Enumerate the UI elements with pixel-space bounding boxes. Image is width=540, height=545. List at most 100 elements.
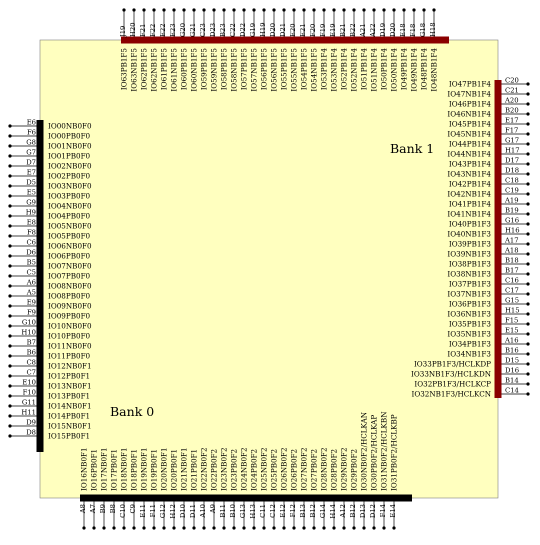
signal-label: IO03NB0F0 <box>48 182 92 191</box>
pin-terminal <box>322 8 326 12</box>
pin-terminal <box>162 8 166 12</box>
pin-number: A19 <box>504 197 519 205</box>
pin-number: B13 <box>299 504 307 518</box>
signal-label: IO04NB0F0 <box>48 202 92 211</box>
chip-body <box>39 39 499 499</box>
signal-label: IO34NB1F3 <box>447 350 491 359</box>
signal-label: IO26NB0F2 <box>280 447 289 491</box>
pin-terminal <box>8 124 12 128</box>
pin-terminal <box>526 202 530 206</box>
pin-number: A18 <box>504 247 519 255</box>
pin-number: G21 <box>189 23 197 37</box>
pin-terminal <box>8 404 12 408</box>
pin-terminal <box>192 8 196 12</box>
pin-terminal <box>8 154 12 158</box>
signal-label: IO15NB0F1 <box>48 422 92 431</box>
pin-terminal <box>8 374 12 378</box>
signal-label: IO11PB0F0 <box>48 352 91 361</box>
pin-terminal <box>392 8 396 12</box>
signal-label: IO63NB1F5 <box>130 48 139 92</box>
pin-number: B5 <box>27 259 36 267</box>
pin-number: C12 <box>269 504 277 518</box>
pin-number: E5 <box>27 189 36 197</box>
pin-number: H12 <box>169 504 177 519</box>
pin-number: B19 <box>505 207 519 215</box>
signal-label: IO51PB1F4 <box>360 48 369 91</box>
bank-1-label: Bank 1 <box>390 141 434 156</box>
pin-number: H19 <box>259 22 267 37</box>
pin-number: C7 <box>26 369 36 377</box>
pin-terminal <box>8 134 12 138</box>
pin-number: H9 <box>26 209 36 217</box>
pin-terminal <box>422 8 426 12</box>
signal-label: IO24PB0F2 <box>250 449 259 491</box>
pin-terminal <box>526 262 530 266</box>
pin-terminal <box>526 392 530 396</box>
pin-terminal <box>526 212 530 216</box>
signal-label: IO36NB1F3 <box>447 310 491 319</box>
pin-terminal <box>8 334 12 338</box>
pin-terminal <box>202 526 206 530</box>
pin-terminal <box>8 354 12 358</box>
pin-terminal <box>302 526 306 530</box>
pin-number: F10 <box>23 389 36 397</box>
signal-label: IO18PB0F1 <box>130 449 139 491</box>
signal-label: IO33PB1F3/HCLKDP <box>414 360 491 369</box>
pin-terminal <box>8 264 12 268</box>
pin-number: H13 <box>249 504 257 519</box>
pin-number: B11 <box>219 504 227 518</box>
pin-terminal <box>182 526 186 530</box>
pin-terminal <box>252 526 256 530</box>
signal-label: IO42NB1F4 <box>447 190 491 199</box>
pin-terminal <box>172 526 176 530</box>
pin-number: H17 <box>505 147 520 155</box>
pin-terminal <box>332 526 336 530</box>
pin-terminal <box>332 8 336 12</box>
pin-number: G12 <box>159 504 167 518</box>
pin-number: H15 <box>505 307 520 315</box>
pin-terminal <box>526 132 530 136</box>
pin-number: D9 <box>26 419 36 427</box>
signal-label: IO05NB0F0 <box>48 222 92 231</box>
pin-terminal <box>526 292 530 296</box>
signal-label: IO31PB0F2/HCLKBP <box>390 414 399 491</box>
pin-number: A10 <box>199 504 207 519</box>
pin-terminal <box>212 526 216 530</box>
pin-terminal <box>8 174 12 178</box>
pin-number: E8 <box>27 219 36 227</box>
signal-label: IO37PB1F3 <box>449 280 492 289</box>
pin-number: A20 <box>504 97 519 105</box>
pin-terminal <box>8 364 12 368</box>
pin-terminal <box>526 272 530 276</box>
signal-label: IO04PB0F0 <box>48 212 91 221</box>
signal-label: IO41NB1F4 <box>447 210 491 219</box>
pin-number: H18 <box>429 22 437 37</box>
pin-number: D19 <box>379 23 387 37</box>
pin-number: B10 <box>229 504 237 518</box>
signal-label: IO49PB1F4 <box>400 48 409 91</box>
pin-terminal <box>242 8 246 12</box>
pin-number: E6 <box>27 119 36 127</box>
signal-label: IO08NB0F0 <box>48 282 92 291</box>
pin-number: C17 <box>505 287 519 295</box>
signal-label: IO13PB0F1 <box>48 392 90 401</box>
pin-terminal <box>272 8 276 12</box>
pin-terminal <box>222 8 226 12</box>
pin-terminal <box>8 304 12 308</box>
signal-label: IO22PB0F2 <box>210 449 219 491</box>
pin-terminal <box>262 8 266 12</box>
bank1-top-bar <box>121 36 449 44</box>
pin-terminal <box>432 8 436 12</box>
pin-number: B6 <box>27 349 36 357</box>
signal-label: IO56PB1F5 <box>260 48 269 91</box>
pin-terminal <box>526 322 530 326</box>
pin-number: F8 <box>27 229 36 237</box>
signal-label: IO50PB1F4 <box>380 48 389 91</box>
signal-label: IO39PB1F3 <box>449 240 492 249</box>
pin-number: G9 <box>26 199 36 207</box>
signal-label: IO36PB1F3 <box>449 300 492 309</box>
signal-label: IO35PB1F3 <box>449 320 492 329</box>
signal-label: IO46NB1F4 <box>447 110 491 119</box>
pin-terminal <box>526 112 530 116</box>
pin-terminal <box>202 8 206 12</box>
